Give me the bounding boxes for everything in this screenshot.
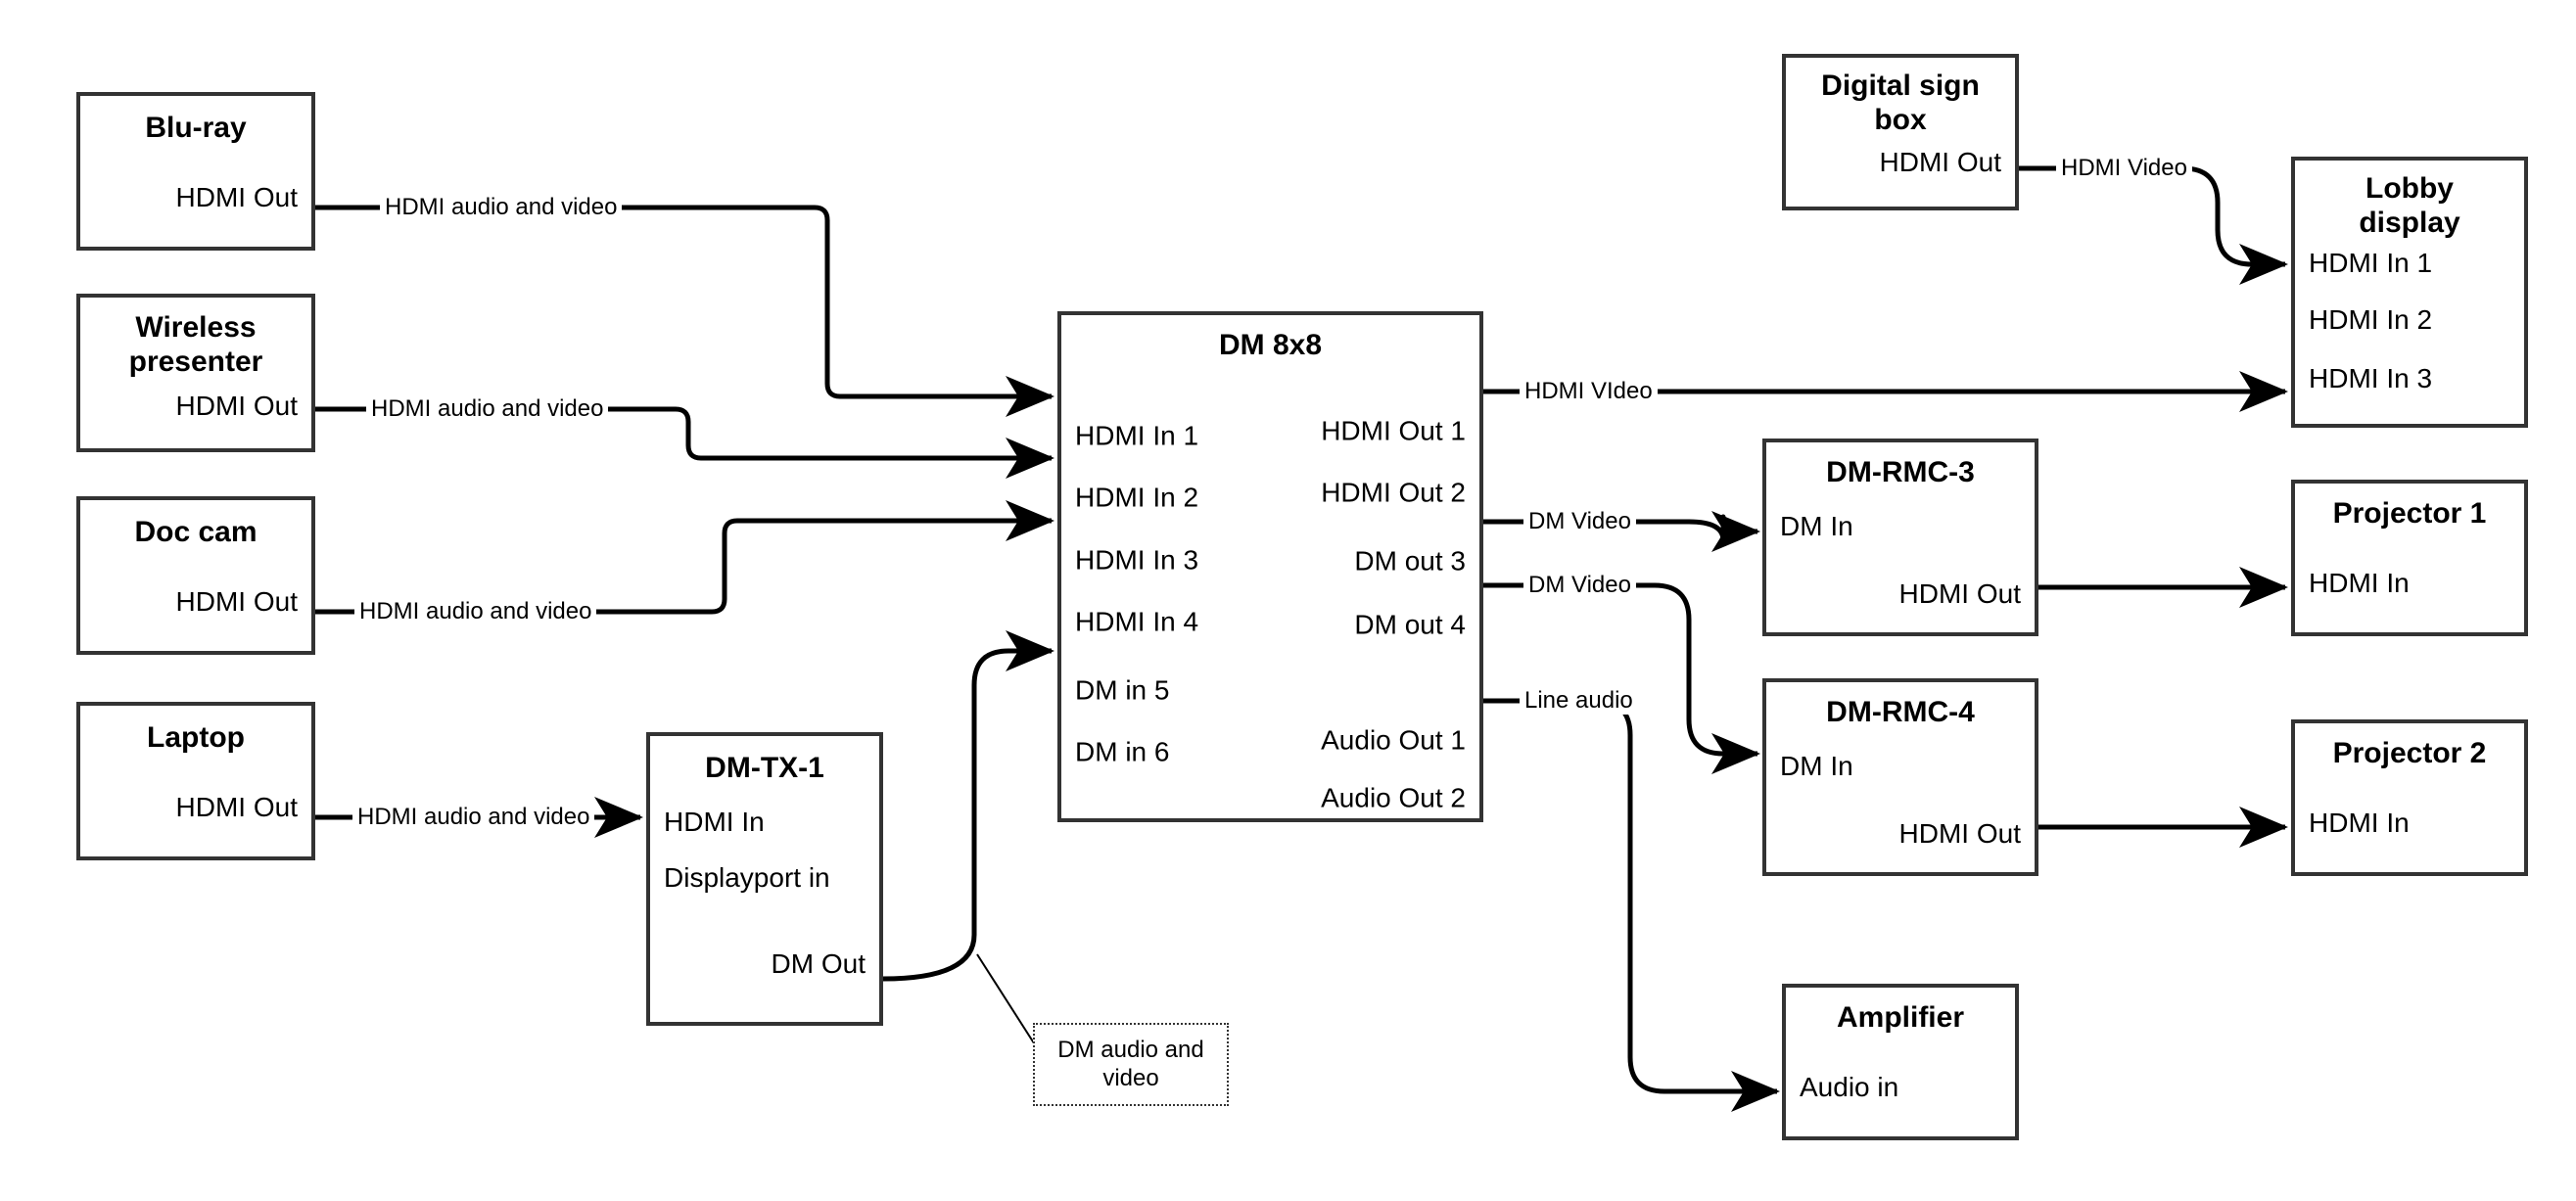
node-dm-rmc-3-title: DM-RMC-3 bbox=[1826, 456, 1975, 488]
callout-dm-audio-and-video: DM audio and video bbox=[1033, 1023, 1229, 1106]
node-amplifier[interactable]: Amplifier Audio in bbox=[1782, 984, 2019, 1140]
node-dm-8x8-output-audio-out-2: Audio Out 2 bbox=[1321, 782, 1466, 813]
node-dm-8x8[interactable]: DM 8x8 HDMI In 1 HDMI In 2 HDMI In 3 HDM… bbox=[1057, 311, 1483, 822]
node-amplifier-port-audio-in: Audio in bbox=[1800, 1071, 1899, 1102]
node-projector-1-port-hdmi-in: HDMI In bbox=[2309, 567, 2410, 598]
node-dm-8x8-input-dm-in-6: DM in 6 bbox=[1075, 736, 1170, 767]
node-wireless-presenter-title: Wireless presenter bbox=[128, 311, 263, 378]
wire-sign-to-lobby bbox=[2019, 165, 2289, 286]
wire-dmtx1-to-dm8x8 bbox=[882, 630, 1055, 982]
node-bluray-port-hdmi-out: HDMI Out bbox=[175, 181, 298, 212]
node-digital-sign-box[interactable]: Digital sign box HDMI Out bbox=[1782, 54, 2019, 210]
node-doc-cam-port-hdmi-out: HDMI Out bbox=[175, 585, 298, 617]
node-dm-8x8-input-hdmi-in-3: HDMI In 3 bbox=[1075, 544, 1199, 576]
node-projector-1-title: Projector 1 bbox=[2332, 497, 2487, 530]
node-dm-8x8-output-audio-out-1: Audio Out 1 bbox=[1321, 724, 1466, 756]
wire-label-doccam-to-dm8x8: HDMI audio and video bbox=[354, 598, 597, 625]
node-digital-sign-box-title: Digital sign box bbox=[1821, 69, 1980, 136]
node-lobby-display-title: Lobby display bbox=[2359, 172, 2460, 239]
node-dm-8x8-output-dm-out-4: DM out 4 bbox=[1354, 609, 1466, 640]
wire-label-dmout4-to-dmrmc4: DM Video bbox=[1523, 572, 1636, 599]
callout-leader-line bbox=[976, 953, 1039, 1050]
node-lobby-display-port-hdmi-in-1: HDMI In 1 bbox=[2309, 247, 2433, 278]
node-lobby-display[interactable]: Lobby display HDMI In 1 HDMI In 2 HDMI I… bbox=[2291, 157, 2528, 428]
node-bluray-title: Blu-ray bbox=[145, 112, 247, 144]
node-dm-tx-1[interactable]: DM-TX-1 HDMI In Displayport in DM Out bbox=[646, 732, 883, 1026]
node-projector-2-title: Projector 2 bbox=[2332, 737, 2487, 769]
node-projector-2[interactable]: Projector 2 HDMI In bbox=[2291, 719, 2528, 876]
node-amplifier-title: Amplifier bbox=[1836, 1001, 1965, 1034]
node-doc-cam[interactable]: Doc cam HDMI Out bbox=[76, 496, 315, 655]
node-dm-rmc-3-port-hdmi-out: HDMI Out bbox=[1898, 577, 2021, 609]
wire-dmout4-to-dmrmc4 bbox=[1483, 582, 1761, 775]
node-dm-8x8-input-hdmi-in-2: HDMI In 2 bbox=[1075, 482, 1199, 513]
wire-label-laptop-to-dmtx1: HDMI audio and video bbox=[352, 804, 595, 831]
node-wireless-presenter-port-hdmi-out: HDMI Out bbox=[175, 390, 298, 421]
wire-label-audioout1-to-amplifier: Line audio bbox=[1520, 687, 1638, 715]
node-dm-rmc-3-port-dm-in: DM In bbox=[1780, 510, 1853, 541]
node-laptop-title: Laptop bbox=[147, 721, 245, 754]
node-dm-tx-1-port-dm-out: DM Out bbox=[771, 948, 866, 980]
node-doc-cam-title: Doc cam bbox=[134, 516, 258, 548]
node-dm-rmc-4-port-hdmi-out: HDMI Out bbox=[1898, 817, 2021, 849]
node-dm-rmc-4-title: DM-RMC-4 bbox=[1826, 696, 1975, 728]
node-projector-1[interactable]: Projector 1 HDMI In bbox=[2291, 480, 2528, 636]
node-dm-8x8-input-hdmi-in-1: HDMI In 1 bbox=[1075, 420, 1199, 451]
node-dm-8x8-title: DM 8x8 bbox=[1218, 329, 1323, 361]
wire-label-dmout3-to-dmrmc3: DM Video bbox=[1523, 508, 1636, 535]
wire-bluray-to-dm8x8 bbox=[315, 205, 1055, 418]
node-dm-8x8-output-hdmi-out-2: HDMI Out 2 bbox=[1321, 477, 1466, 508]
node-dm-rmc-4-port-dm-in: DM In bbox=[1780, 750, 1853, 781]
node-lobby-display-port-hdmi-in-2: HDMI In 2 bbox=[2309, 304, 2433, 336]
node-laptop-port-hdmi-out: HDMI Out bbox=[175, 791, 298, 822]
wire-audioout1-to-amplifier bbox=[1483, 698, 1781, 1113]
node-bluray[interactable]: Blu-ray HDMI Out bbox=[76, 92, 315, 251]
node-dm-tx-1-port-hdmi-in: HDMI In bbox=[664, 806, 765, 837]
wire-label-sign-to-lobby: HDMI Video bbox=[2056, 155, 2192, 182]
node-projector-2-port-hdmi-in: HDMI In bbox=[2309, 807, 2410, 838]
node-dm-tx-1-title: DM-TX-1 bbox=[705, 752, 824, 784]
node-lobby-display-port-hdmi-in-3: HDMI In 3 bbox=[2309, 363, 2433, 394]
node-dm-8x8-input-hdmi-in-4: HDMI In 4 bbox=[1075, 606, 1199, 637]
node-dm-8x8-input-dm-in-5: DM in 5 bbox=[1075, 674, 1170, 706]
node-dm-8x8-output-dm-out-3: DM out 3 bbox=[1354, 545, 1466, 577]
wire-label-hdmiout1-to-lobby: HDMI VIdeo bbox=[1520, 378, 1658, 405]
node-dm-rmc-3[interactable]: DM-RMC-3 DM In HDMI Out bbox=[1762, 439, 2038, 636]
wire-label-bluray-to-dm8x8: HDMI audio and video bbox=[380, 194, 623, 221]
node-digital-sign-box-port-hdmi-out: HDMI Out bbox=[1879, 146, 2001, 177]
wire-label-wireless-to-dm8x8: HDMI audio and video bbox=[366, 395, 609, 423]
node-dm-8x8-output-hdmi-out-1: HDMI Out 1 bbox=[1321, 415, 1466, 446]
node-laptop[interactable]: Laptop HDMI Out bbox=[76, 702, 315, 860]
node-wireless-presenter[interactable]: Wireless presenter HDMI Out bbox=[76, 294, 315, 452]
node-dm-tx-1-port-displayport-in: Displayport in bbox=[664, 861, 830, 893]
node-dm-rmc-4[interactable]: DM-RMC-4 DM In HDMI Out bbox=[1762, 678, 2038, 876]
